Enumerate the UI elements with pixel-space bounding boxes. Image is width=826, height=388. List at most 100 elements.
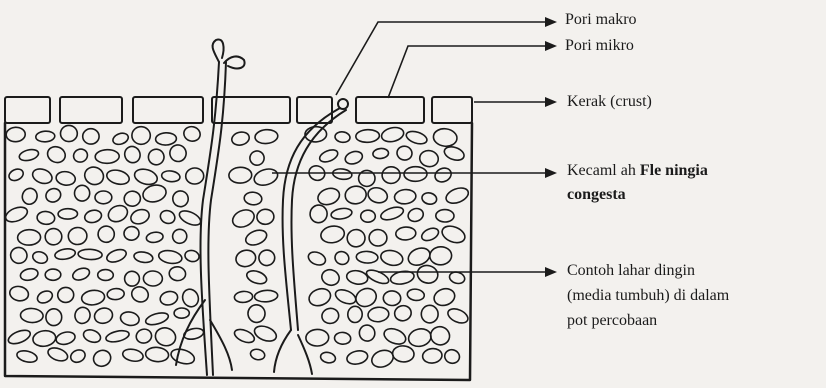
- soil-pebble: [180, 287, 201, 309]
- crust-blocks: [5, 97, 472, 123]
- soil-pebble: [306, 329, 329, 346]
- soil-pebble: [367, 306, 389, 322]
- soil-pebble: [258, 249, 276, 266]
- soil-pebble: [365, 267, 391, 286]
- soil-pebble: [141, 183, 168, 205]
- soil-pebble: [444, 185, 471, 206]
- soil-pebble: [415, 263, 439, 285]
- soil-pebble: [61, 125, 78, 141]
- soil-pebble: [146, 231, 164, 244]
- soil-pebble: [245, 268, 268, 286]
- soil-pebble: [123, 226, 139, 241]
- leader-pori-mikro: [388, 46, 545, 98]
- soil-pebble: [171, 190, 189, 208]
- soil-pebble: [78, 249, 103, 260]
- soil-pebble: [93, 306, 115, 325]
- soil-pebble: [123, 190, 141, 207]
- soil-pebble: [72, 147, 90, 164]
- soil-pebble: [4, 204, 30, 224]
- soil-pebble: [346, 269, 369, 286]
- soil-pebble: [36, 211, 55, 226]
- soil-pebble: [348, 306, 363, 323]
- soil-pebbles: [4, 125, 471, 370]
- soil-pebble: [440, 223, 468, 246]
- soil-pebble: [45, 228, 62, 245]
- soil-pebble: [95, 191, 112, 204]
- crust-block: [133, 97, 203, 123]
- soil-pebble: [7, 167, 25, 183]
- soil-pebble: [169, 347, 196, 367]
- soil-pebble: [124, 271, 140, 287]
- soil-pebble: [355, 129, 379, 143]
- soil-pebble: [394, 189, 417, 205]
- arrowhead: [545, 97, 557, 107]
- soil-pebble: [105, 168, 130, 187]
- label-pori-mikro: Pori mikro: [565, 35, 634, 57]
- soil-pebble: [379, 248, 404, 267]
- label-kecambah-part2: Fle ningia: [640, 162, 708, 179]
- soil-pebble: [18, 148, 39, 163]
- soil-pebble: [8, 285, 29, 303]
- soil-pebble: [443, 144, 466, 162]
- soil-pebble: [379, 205, 405, 223]
- soil-pebble: [45, 144, 68, 165]
- soil-pebble: [91, 348, 113, 369]
- soil-pebble: [334, 131, 350, 143]
- soil-pebble: [369, 229, 388, 247]
- soil-pebble: [31, 166, 54, 186]
- soil-pebble: [318, 148, 340, 165]
- soil-pebble: [404, 167, 427, 182]
- soil-pebble: [145, 346, 169, 362]
- soil-pebble: [177, 208, 202, 228]
- soil-pebble: [333, 287, 357, 307]
- soil-pebble: [234, 248, 257, 269]
- soil-pebble: [395, 227, 416, 241]
- soil-pebble: [421, 305, 438, 323]
- label-kecambah-part1: Kecaml ah: [567, 162, 636, 179]
- soil-pebble: [316, 186, 342, 208]
- soil-pebble: [122, 348, 144, 363]
- soil-pebble: [344, 149, 364, 166]
- arrowhead: [545, 168, 557, 178]
- soil-pebble: [35, 131, 55, 143]
- crust-block: [356, 97, 424, 123]
- soil-pebble: [418, 149, 439, 168]
- soil-pebble: [372, 148, 388, 159]
- soil-pebble: [347, 229, 366, 247]
- soil-pebble: [396, 145, 414, 162]
- crust-block: [60, 97, 122, 123]
- arrowheads: [545, 17, 557, 277]
- soil-pebble: [393, 304, 413, 323]
- soil-pebble: [6, 328, 32, 347]
- soil-pebble: [248, 149, 266, 167]
- soil-pebble: [83, 129, 100, 145]
- soil-pebble: [19, 267, 39, 282]
- soil-pebble: [383, 290, 401, 305]
- soil-pebble: [36, 289, 55, 306]
- soil-pebble: [31, 250, 49, 265]
- soil-pebble: [20, 308, 43, 323]
- soil-pebble: [158, 249, 183, 265]
- soil-pebble: [81, 289, 106, 306]
- soil-pebble: [105, 329, 130, 344]
- soil-pebble: [429, 246, 452, 265]
- soil-pebble: [122, 144, 143, 165]
- soil-pebble: [82, 328, 103, 345]
- soil-pebble: [446, 306, 470, 326]
- soil-pebble: [95, 149, 119, 163]
- soil-pebble: [168, 266, 186, 282]
- soil-pebble: [392, 345, 414, 362]
- soil-pebble: [146, 147, 166, 167]
- soil-pebble: [382, 166, 401, 184]
- soil-pebble: [73, 306, 92, 326]
- soil-pebble: [46, 309, 62, 326]
- soil-pebble: [58, 209, 78, 220]
- soil-pebble: [44, 186, 63, 204]
- soil-pebble: [254, 129, 278, 145]
- soil-pebble: [133, 251, 153, 264]
- soil-pebble: [111, 131, 129, 146]
- soil-pebble: [233, 327, 257, 345]
- soil-pebble: [247, 304, 267, 324]
- soil-pebble: [174, 308, 189, 318]
